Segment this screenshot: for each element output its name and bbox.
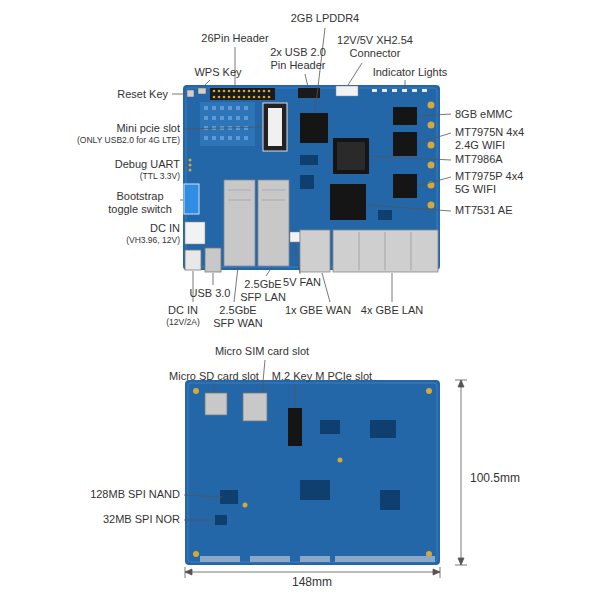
part-label: MT7975P 4x4 5G WIFI: [455, 170, 529, 195]
part-label: 148mm: [282, 576, 342, 590]
part-label: Debug UART: [80, 158, 180, 171]
part-label: Micro SIM card slot: [202, 345, 322, 358]
part-label: 8GB eMMC: [455, 108, 555, 121]
part-label: WPS Key: [188, 66, 248, 79]
part-label: 2x USB 2.0 Pin Header: [267, 46, 329, 71]
part-label: USB 3.0: [185, 287, 235, 300]
part-label: 12V/5V XH2.54 Connector: [333, 34, 417, 59]
part-label: (VH3.96, 12V): [80, 236, 180, 246]
part-label: 1x GBE WAN: [278, 304, 358, 317]
part-label: (ONLY USB2.0 for 4G LTE): [40, 136, 180, 146]
part-label: 128MB SPI NAND: [60, 488, 180, 501]
part-label: Mini pcie slot: [60, 122, 180, 135]
part-label: 32MB SPI NOR: [60, 513, 180, 526]
part-label: 2GB LPDDR4: [280, 12, 370, 25]
part-label: 2.5GbE SFP LAN: [238, 278, 288, 303]
part-label: 2.5GbE SFP WAN: [213, 304, 263, 329]
part-label: MT7986A: [455, 153, 555, 166]
part-label: DC IN: [163, 304, 203, 317]
part-label: Reset Key: [88, 88, 168, 101]
part-label: 100.5mm: [470, 472, 550, 486]
part-label: MT7531 AE: [455, 204, 555, 217]
part-label: Bootstrap toggle switch: [102, 190, 178, 215]
part-label: DC IN: [80, 222, 180, 235]
part-label: MT7975N 4x4 2.4G WIFI: [455, 126, 529, 151]
part-label: 26Pin Header: [190, 32, 280, 45]
part-label: (TTL 3.3V): [80, 172, 180, 182]
part-label: 4x GBE LAN: [352, 304, 432, 317]
part-label: Micro SD card slot: [164, 370, 264, 383]
part-label: 5V FAN: [279, 276, 325, 289]
part-label: M.2 Key M PCIe slot: [267, 370, 377, 383]
part-label: (12V/2A): [158, 318, 208, 328]
part-label: Indicator Lights: [360, 66, 460, 79]
